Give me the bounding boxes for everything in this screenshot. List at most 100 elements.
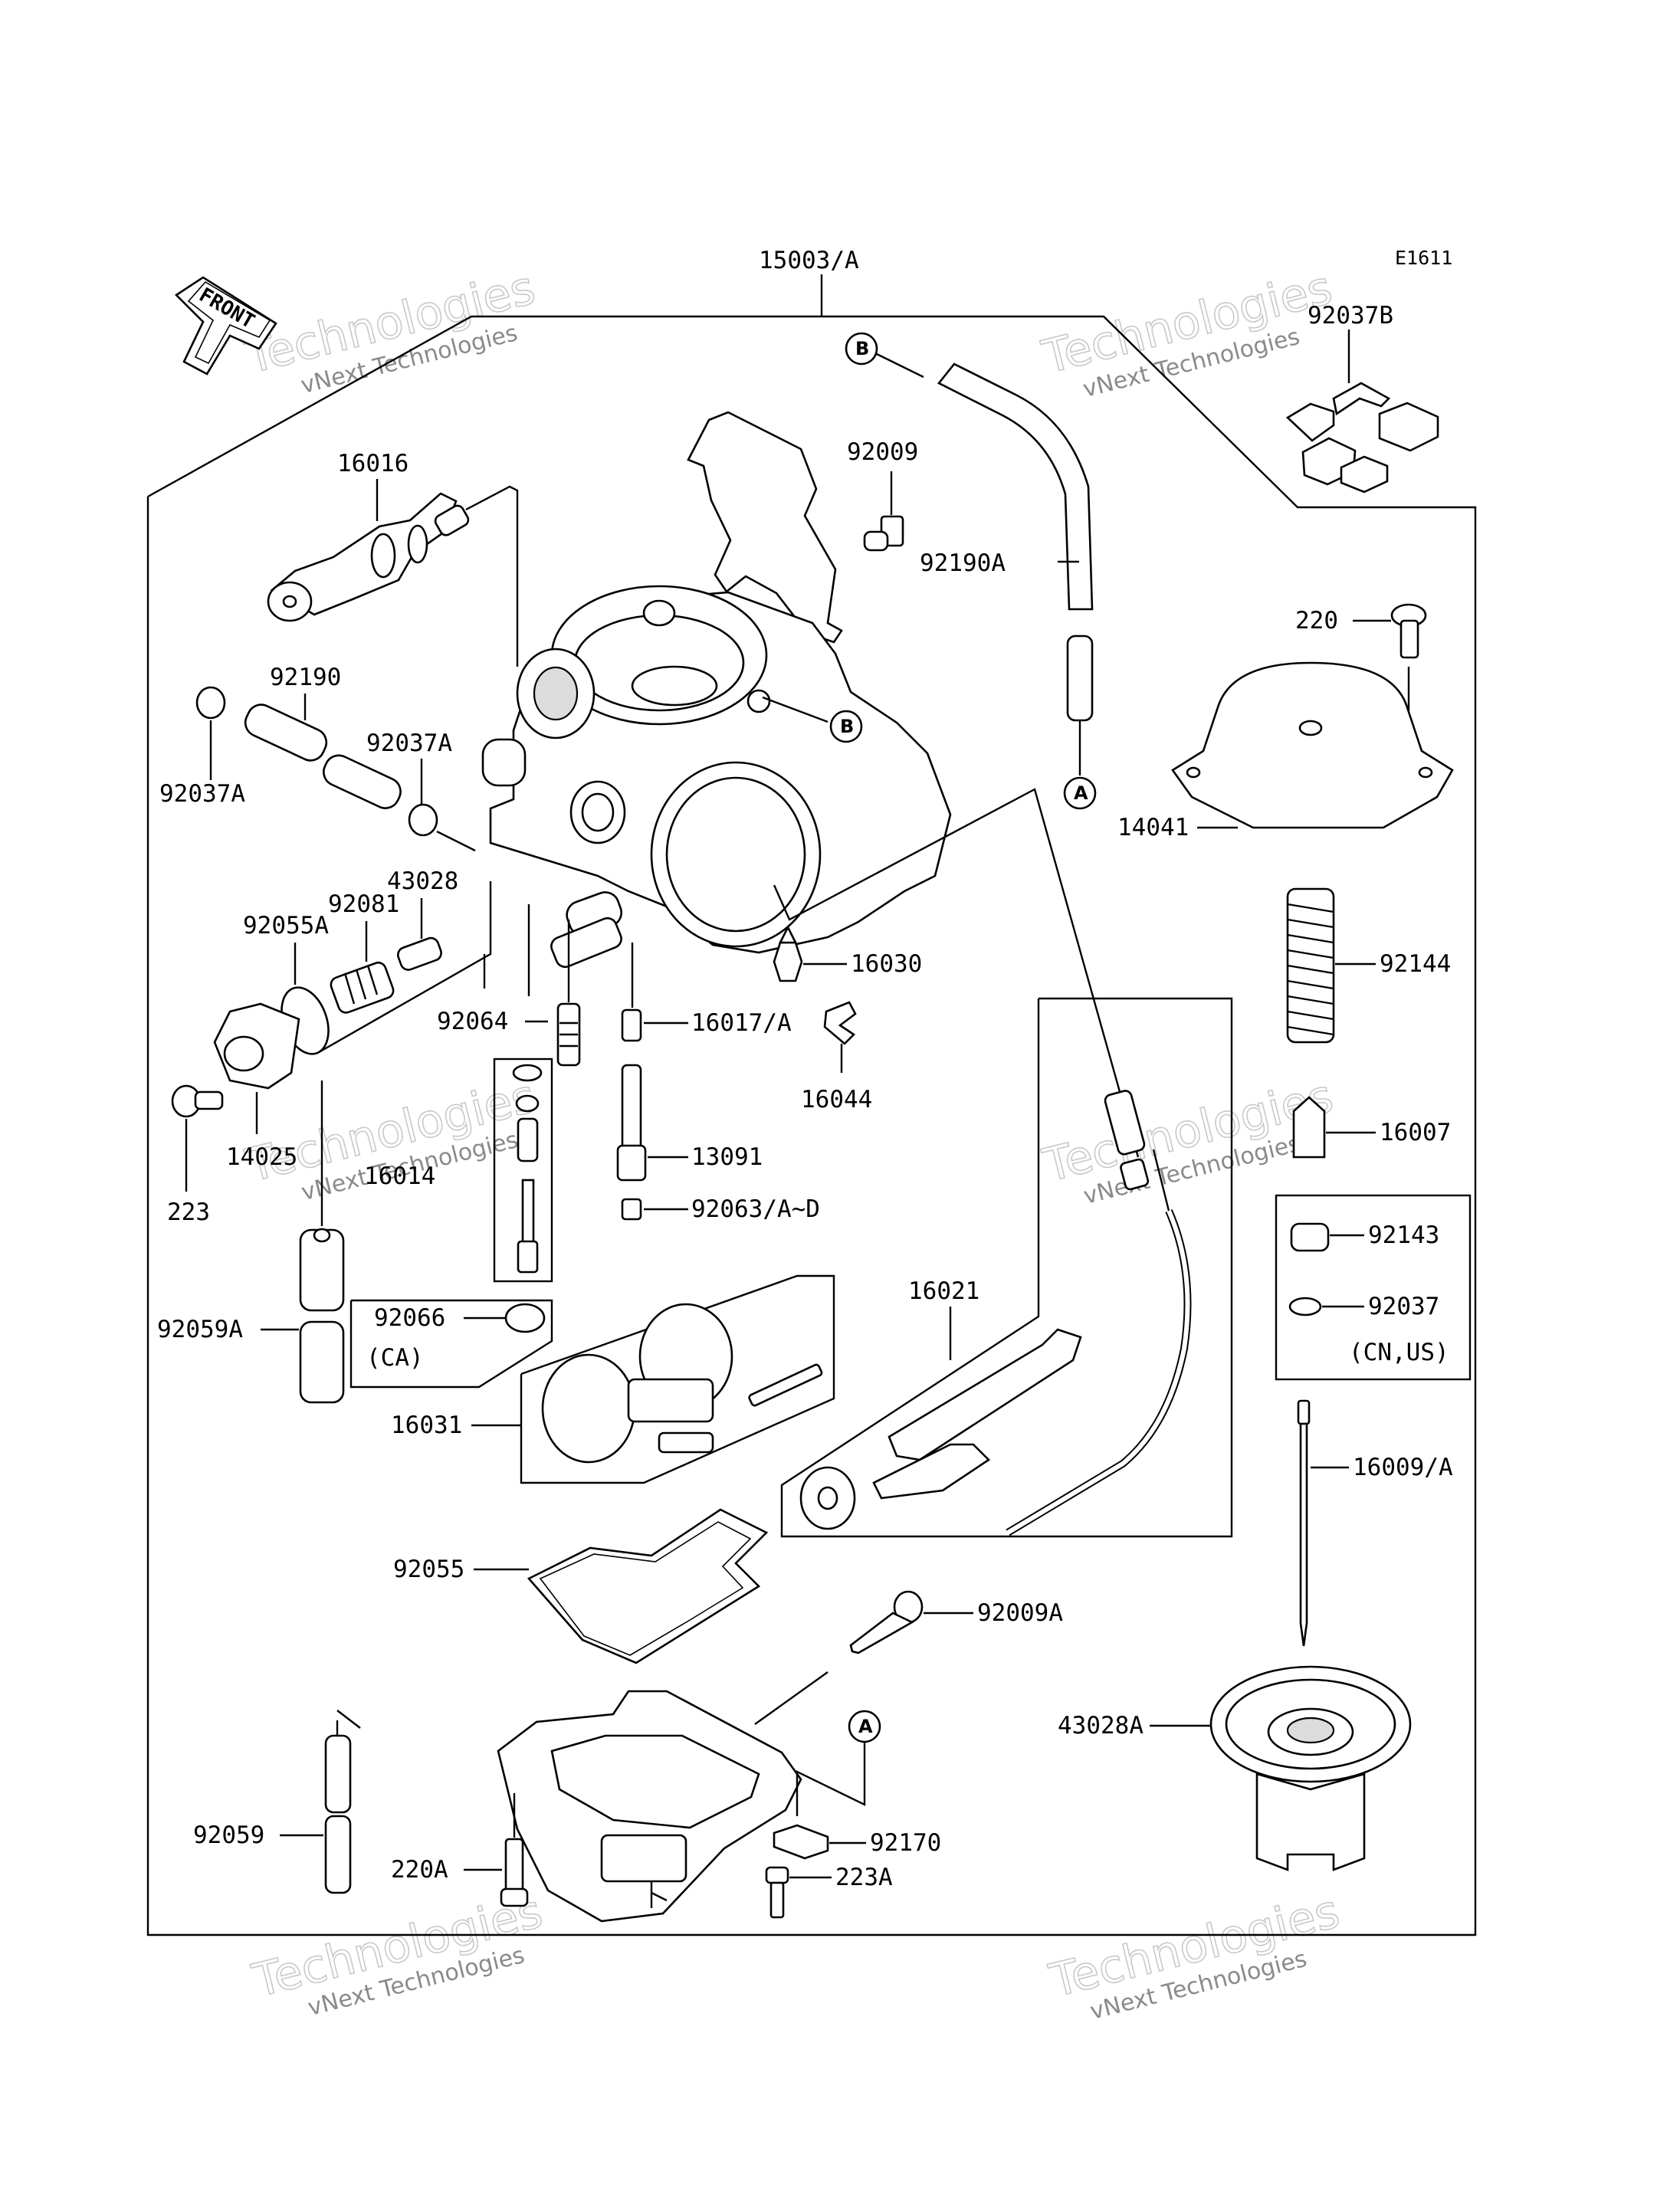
part-label-92063: 92063/A~D bbox=[691, 1195, 820, 1223]
part-label-92064: 92064 bbox=[437, 1008, 508, 1035]
clip-16044 bbox=[823, 1001, 857, 1045]
leader-line bbox=[465, 485, 519, 667]
diagram-code: E1611 bbox=[1395, 247, 1452, 269]
svg-text:B: B bbox=[855, 338, 869, 359]
gasket-92055 bbox=[527, 1508, 769, 1664]
top-cover-14041 bbox=[1171, 661, 1454, 829]
part-label-15003: 15003/A bbox=[759, 247, 859, 274]
part-label-92143: 92143 bbox=[1368, 1221, 1439, 1249]
spring-92144 bbox=[1286, 887, 1335, 1044]
leader-line bbox=[762, 696, 829, 723]
leader-line bbox=[336, 1710, 361, 1729]
jet-92063 bbox=[621, 1198, 642, 1221]
screw-92009 bbox=[863, 515, 904, 552]
part-label-14025: 14025 bbox=[226, 1143, 297, 1171]
clip-92037A bbox=[195, 686, 438, 837]
ref-marker-b: B bbox=[845, 332, 878, 366]
ref-marker-a: A bbox=[1063, 776, 1097, 810]
part-label-43028A: 43028A bbox=[1058, 1712, 1144, 1740]
assembly-outline bbox=[146, 315, 1477, 1936]
leader-line bbox=[796, 1742, 866, 1816]
needle-jet-13091 bbox=[616, 1064, 647, 1182]
part-label-92144: 92144 bbox=[1380, 950, 1451, 978]
screw-223 bbox=[171, 1084, 224, 1118]
ref-marker-a: A bbox=[848, 1710, 881, 1743]
svg-text:A: A bbox=[858, 1716, 873, 1737]
plug-92066 bbox=[504, 1303, 546, 1333]
leader-line bbox=[876, 353, 924, 379]
box-16021 bbox=[780, 997, 1233, 1538]
lever-16021 bbox=[799, 1328, 1082, 1530]
holder-16007 bbox=[1292, 1096, 1326, 1159]
watermark: Technologies vNext Technologies bbox=[247, 1884, 548, 2022]
screw-223A bbox=[765, 1866, 789, 1919]
clamp-92037B bbox=[1285, 382, 1439, 494]
part-label-220A: 220A bbox=[391, 1856, 448, 1884]
watermark: Technologies vNext Technologies bbox=[239, 261, 540, 399]
svg-text:B: B bbox=[840, 716, 854, 737]
screw-92064 bbox=[556, 1002, 581, 1067]
part-label-92037: 92037 bbox=[1368, 1293, 1439, 1320]
collar-92143 bbox=[1290, 1222, 1330, 1252]
screw-220A bbox=[500, 1838, 529, 1907]
watermark: Technologies vNext Technologies bbox=[1044, 1884, 1345, 2025]
tube-92059A bbox=[299, 1228, 345, 1404]
part-label-16009: 16009/A bbox=[1353, 1454, 1453, 1481]
cover-14025 bbox=[213, 1002, 300, 1090]
diaphragm-43028A bbox=[1209, 1665, 1412, 1871]
float-16031 bbox=[541, 1303, 823, 1464]
leader-line bbox=[754, 1671, 829, 1725]
tube-92059 bbox=[324, 1720, 352, 1894]
pilot-screw-16014 bbox=[512, 1064, 543, 1274]
part-label-223A: 223A bbox=[835, 1864, 893, 1891]
part-label-92037A-right: 92037A bbox=[366, 730, 452, 757]
part-label-13091: 13091 bbox=[691, 1143, 763, 1171]
part-label-16021: 16021 bbox=[908, 1277, 979, 1305]
part-label-14041: 14041 bbox=[1117, 814, 1189, 841]
needle-valve-16030 bbox=[773, 925, 803, 982]
clamp-92170 bbox=[773, 1824, 829, 1860]
leader-line bbox=[320, 881, 492, 1053]
spring-92081 bbox=[330, 961, 395, 1014]
part-label-16017: 16017/A bbox=[691, 1009, 792, 1037]
part-label-92037B: 92037B bbox=[1308, 302, 1393, 330]
leader-line bbox=[773, 788, 1140, 1158]
part-label-16007: 16007 bbox=[1380, 1119, 1451, 1146]
part-label-92066: 92066 bbox=[374, 1304, 445, 1332]
box-16014 bbox=[493, 1058, 553, 1283]
box-92143 bbox=[1275, 1194, 1472, 1381]
float-bowl bbox=[497, 1690, 802, 1923]
part-label-92059: 92059 bbox=[193, 1822, 264, 1849]
part-label-92081: 92081 bbox=[328, 890, 399, 918]
watermark: Technologies vNext Technologies bbox=[1036, 261, 1337, 403]
jet-needle-16009 bbox=[1297, 1399, 1311, 1647]
tube-92190A bbox=[937, 362, 1094, 722]
part-label-92059A: 92059A bbox=[157, 1316, 243, 1343]
part-label-16014: 16014 bbox=[364, 1162, 435, 1190]
screw-92009A bbox=[849, 1590, 924, 1654]
box-16031 bbox=[520, 1274, 835, 1484]
clip-92037 bbox=[1288, 1297, 1322, 1317]
part-label-16031: 16031 bbox=[391, 1412, 462, 1439]
part-label-92009: 92009 bbox=[847, 438, 918, 466]
part-label-43028: 43028 bbox=[387, 867, 458, 895]
note-cnus: (CN,US) bbox=[1349, 1339, 1449, 1366]
leader-line bbox=[436, 830, 476, 852]
throttle-cable bbox=[1006, 1090, 1192, 1536]
note-ca: (CA) bbox=[366, 1344, 424, 1372]
part-label-16044: 16044 bbox=[801, 1086, 872, 1113]
jet-16017 bbox=[621, 1008, 642, 1042]
screw-220 bbox=[1390, 603, 1427, 659]
leader-line bbox=[651, 1891, 668, 1902]
choke-plunger-16016 bbox=[267, 492, 470, 622]
part-label-92055: 92055 bbox=[393, 1556, 464, 1583]
jet-43028 bbox=[397, 936, 442, 971]
part-label-223: 223 bbox=[167, 1199, 210, 1226]
part-label-92190A: 92190A bbox=[920, 549, 1006, 577]
tube-92190 bbox=[244, 703, 402, 809]
part-label-220: 220 bbox=[1295, 607, 1338, 635]
part-label-92190: 92190 bbox=[270, 664, 341, 691]
carburetor-body bbox=[481, 585, 952, 969]
part-label-16030: 16030 bbox=[851, 950, 922, 978]
